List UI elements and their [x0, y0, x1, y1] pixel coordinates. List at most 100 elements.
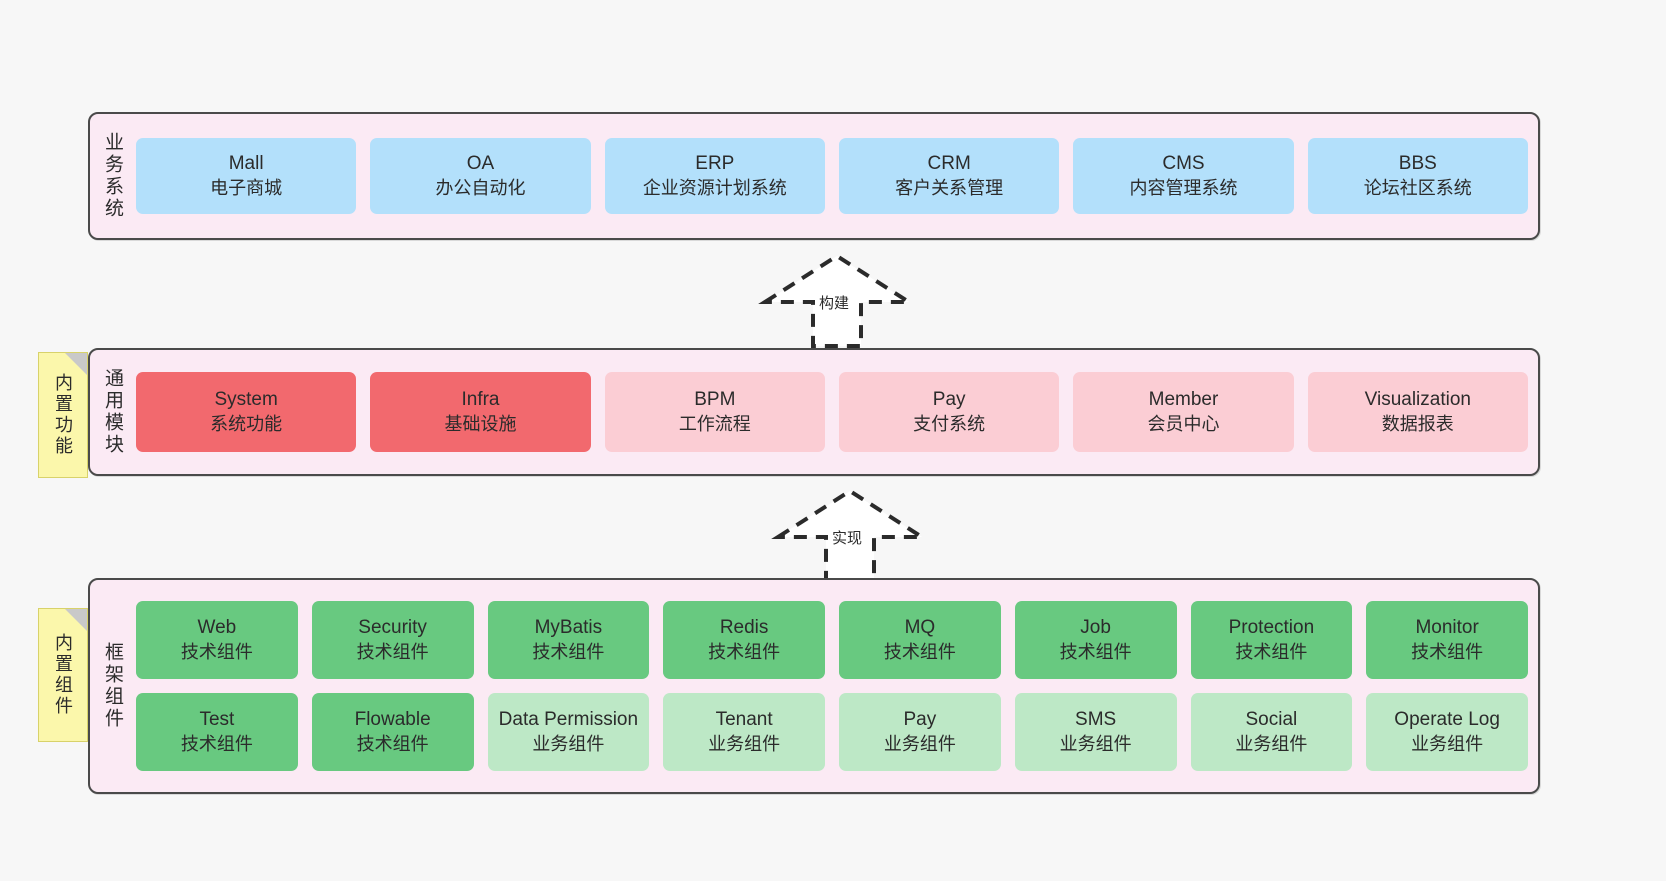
framework-row-business: Test 技术组件 Flowable 技术组件 Data Permission …: [136, 693, 1528, 771]
card-title-cn: 技术组件: [180, 641, 253, 662]
card-title-en: Protection: [1228, 617, 1315, 639]
card-title-en: Visualization: [1364, 389, 1471, 411]
card-pay-component[interactable]: Pay 业务组件: [839, 693, 1001, 771]
connector-label-implement: 实现: [832, 530, 863, 547]
card-title-cn: 技术组件: [356, 733, 429, 754]
card-protection[interactable]: Protection 技术组件: [1190, 601, 1353, 679]
card-title-cn: 基础设施: [444, 413, 517, 434]
card-title-cn: 技术组件: [1235, 641, 1308, 662]
layer-body-framework: Web 技术组件 Security 技术组件 MyBatis 技术组件 Redi…: [134, 580, 1538, 792]
card-member[interactable]: Member 会员中心: [1073, 372, 1294, 452]
card-title-en: BPM: [694, 389, 736, 411]
card-title-cn: 内容管理系统: [1129, 177, 1238, 198]
card-title-en: MQ: [904, 617, 936, 639]
layer-title-modules: 通用模块: [101, 368, 123, 456]
card-title-cn: 业务组件: [532, 733, 605, 754]
card-title-cn: 工作流程: [678, 413, 751, 434]
card-title-cn: 技术组件: [1059, 641, 1132, 662]
card-title-cn: 技术组件: [356, 641, 429, 662]
card-title-cn: 会员中心: [1147, 413, 1220, 434]
dashed-generalization-arrow-icon: [758, 253, 916, 348]
sticky-note-label: 内置组件: [53, 633, 73, 717]
card-test[interactable]: Test 技术组件: [136, 693, 298, 771]
card-crm[interactable]: CRM 客户关系管理: [838, 138, 1060, 214]
card-title-cn: 电子商城: [210, 177, 283, 198]
card-title-en: ERP: [695, 153, 735, 175]
card-data-permission[interactable]: Data Permission 业务组件: [487, 693, 650, 771]
card-title-en: Test: [199, 709, 235, 731]
card-title-en: Social: [1245, 709, 1298, 731]
card-visualization[interactable]: Visualization 数据报表: [1307, 372, 1528, 452]
connector-label-build: 构建: [819, 295, 850, 312]
card-cms[interactable]: CMS 内容管理系统: [1073, 138, 1294, 214]
card-title-cn: 客户关系管理: [895, 177, 1004, 198]
card-title-en: CMS: [1162, 153, 1205, 175]
card-title-en: Web: [197, 617, 237, 639]
layer-body-business: Mall 电子商城 OA 办公自动化 ERP 企业资源计划系统 CRM 客户关系…: [134, 114, 1538, 238]
card-tenant[interactable]: Tenant 业务组件: [663, 693, 825, 771]
card-bpm[interactable]: BPM 工作流程: [604, 372, 825, 452]
sticky-note-label: 内置功能: [53, 373, 73, 457]
card-title-cn: 业务组件: [1235, 733, 1308, 754]
layer-title-business: 业务系统: [101, 132, 123, 220]
card-title-en: MyBatis: [534, 617, 603, 639]
card-oa[interactable]: OA 办公自动化: [370, 138, 591, 214]
card-title-en: Pay: [903, 709, 937, 731]
sticky-note-builtin-features: 内置功能: [38, 352, 88, 478]
layer-body-modules: System 系统功能 Infra 基础设施 BPM 工作流程 Pay 支付系统…: [134, 350, 1538, 474]
card-title-cn: 技术组件: [180, 733, 253, 754]
card-bbs[interactable]: BBS 论坛社区系统: [1307, 138, 1528, 214]
card-infra[interactable]: Infra 基础设施: [370, 372, 591, 452]
card-flowable[interactable]: Flowable 技术组件: [311, 693, 474, 771]
card-social[interactable]: Social 业务组件: [1190, 693, 1353, 771]
card-title-cn: 业务组件: [1411, 733, 1484, 754]
card-erp[interactable]: ERP 企业资源计划系统: [604, 138, 825, 214]
card-title-en: Flowable: [354, 709, 431, 731]
card-title-en: Pay: [932, 389, 966, 411]
card-title-en: System: [214, 389, 278, 411]
card-title-en: OA: [466, 153, 495, 175]
card-job[interactable]: Job 技术组件: [1014, 601, 1177, 679]
framework-row-technical: Web 技术组件 Security 技术组件 MyBatis 技术组件 Redi…: [136, 601, 1528, 679]
card-title-en: Infra: [461, 389, 500, 411]
connector-build-arrow: 构建: [757, 252, 917, 350]
card-title-cn: 数据报表: [1381, 413, 1454, 434]
card-mybatis[interactable]: MyBatis 技术组件: [487, 601, 650, 679]
layer-common-modules: 通用模块 System 系统功能 Infra 基础设施 BPM 工作流程 Pay…: [88, 348, 1540, 476]
layer-title-framework: 框架组件: [101, 642, 123, 730]
card-title-cn: 论坛社区系统: [1363, 177, 1472, 198]
card-system[interactable]: System 系统功能: [136, 372, 357, 452]
layer-framework-components: 框架组件 Web 技术组件 Security 技术组件 MyBatis 技术组件…: [88, 578, 1540, 794]
card-title-en: Mall: [228, 153, 264, 175]
card-title-en: Security: [358, 617, 427, 639]
card-title-en: Redis: [719, 617, 769, 639]
card-title-cn: 支付系统: [913, 413, 986, 434]
card-redis[interactable]: Redis 技术组件: [663, 601, 825, 679]
card-sms[interactable]: SMS 业务组件: [1014, 693, 1177, 771]
card-title-cn: 技术组件: [532, 641, 605, 662]
card-title-en: Operate Log: [1394, 709, 1500, 731]
card-pay-module[interactable]: Pay 支付系统: [838, 372, 1060, 452]
card-title-en: Member: [1148, 389, 1219, 411]
card-title-en: Data Permission: [498, 709, 639, 731]
card-title-cn: 业务组件: [708, 733, 781, 754]
card-title-cn: 企业资源计划系统: [642, 177, 787, 198]
card-mall[interactable]: Mall 电子商城: [136, 138, 357, 214]
card-title-cn: 办公自动化: [435, 177, 526, 198]
layer-business-systems: 业务系统 Mall 电子商城 OA 办公自动化 ERP 企业资源计划系统 CRM…: [88, 112, 1540, 240]
card-title-en: BBS: [1398, 153, 1437, 175]
card-web[interactable]: Web 技术组件: [136, 601, 298, 679]
sticky-note-builtin-components: 内置组件: [38, 608, 88, 742]
card-title-en: Tenant: [715, 709, 773, 731]
card-mq[interactable]: MQ 技术组件: [839, 601, 1001, 679]
card-security[interactable]: Security 技术组件: [311, 601, 474, 679]
card-title-cn: 业务组件: [1059, 733, 1132, 754]
card-monitor[interactable]: Monitor 技术组件: [1366, 601, 1528, 679]
card-operate-log[interactable]: Operate Log 业务组件: [1366, 693, 1528, 771]
card-title-en: Monitor: [1415, 617, 1479, 639]
card-title-en: CRM: [927, 153, 971, 175]
card-title-cn: 业务组件: [883, 733, 956, 754]
dashed-generalization-arrow-icon: [771, 488, 929, 583]
card-title-cn: 技术组件: [883, 641, 956, 662]
